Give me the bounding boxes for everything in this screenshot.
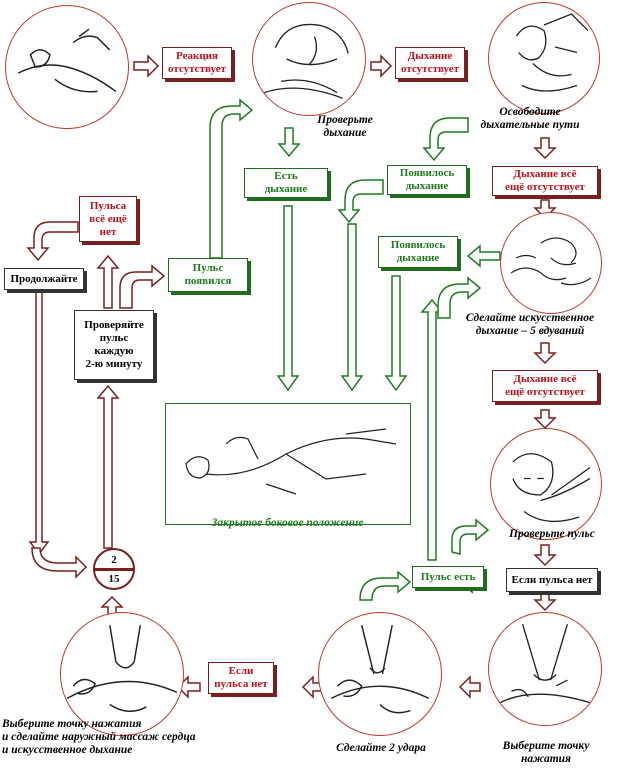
if-no-pulse-box-2: Если пульса нет — [208, 662, 274, 694]
if-no-pulse-box-1: Если пульса нет — [506, 568, 598, 592]
still-no-breathing-text-1: Дыхание всё ещё отсутствует — [505, 168, 585, 193]
check-breathing-caption: Проверьте дыхание — [317, 114, 373, 139]
compression-point-illustration — [488, 612, 602, 726]
check-pulse-illustration — [490, 428, 602, 540]
breathing-appeared-text-2: Появилось дыхание — [390, 239, 446, 264]
breathing-absent-text: Дыхание отсутствует — [401, 50, 459, 75]
precordial-thump-illustration — [318, 612, 442, 736]
pulse-present-text: Пульс есть — [420, 570, 476, 583]
rescue-breathing-caption: Сделайте искусственное дыхание – 5 вдува… — [465, 312, 595, 337]
recovery-position-panel — [165, 403, 411, 525]
collapsed-person-illustration — [5, 5, 129, 129]
recovery-position-illustration — [185, 428, 397, 495]
still-no-breathing-box-2: Дыхание всё ещё отсутствует — [492, 370, 598, 402]
still-no-pulse-box: Пульса всё ещё нет — [79, 196, 137, 242]
continue-box: Продолжайте — [4, 268, 84, 290]
check-pulse-caption: Проверьте пульс — [509, 528, 595, 540]
ratio-breaths: 2 — [111, 554, 117, 566]
pulse-appeared-box: Пульс появился — [168, 258, 248, 292]
pulse-present-box: Пульс есть — [412, 566, 484, 588]
if-no-pulse-text-1: Если пульса нет — [511, 573, 593, 586]
cpr-caption: Выберите точку нажатия и сделайте наружн… — [2, 718, 196, 756]
breathing-appeared-box-1: Появилось дыхание — [387, 165, 467, 195]
still-no-breathing-box-1: Дыхание всё ещё отсутствует — [492, 166, 598, 196]
check-breathing-illustration — [252, 2, 366, 116]
breathing-present-text: Есть дыхание — [264, 170, 308, 195]
still-no-pulse-text: Пульса всё ещё нет — [89, 199, 127, 238]
cpr-illustration — [60, 612, 184, 736]
compression-ratio-badge: 2 15 — [93, 548, 135, 590]
recovery-position-caption: Закрытое боковое положение — [211, 517, 364, 529]
still-no-breathing-text-2: Дыхание всё ещё отсутствует — [505, 373, 585, 398]
breathing-appeared-box-2: Появилось дыхание — [378, 236, 458, 268]
precordial-thump-caption: Сделайте 2 удара — [336, 742, 426, 754]
if-no-pulse-text-2: Если пульса нет — [214, 665, 268, 690]
breathing-absent-box: Дыхание отсутствует — [395, 47, 465, 79]
pulse-appeared-text: Пульс появился — [184, 262, 232, 287]
ratio-divider — [95, 568, 133, 571]
continue-text: Продолжайте — [10, 272, 78, 285]
compression-point-caption: Выберите точку нажатия — [502, 740, 590, 765]
reaction-absent-box: Реакция отсутствует — [162, 47, 232, 79]
ratio-compressions: 15 — [108, 573, 120, 585]
check-pulse-box: Проверяйте пульс каждую 2-ю минуту — [74, 310, 154, 380]
breathing-appeared-text-1: Появилось дыхание — [399, 167, 455, 192]
breathing-present-box: Есть дыхание — [244, 168, 328, 198]
check-pulse-text: Проверяйте пульс каждую 2-ю минуту — [84, 319, 144, 370]
reaction-absent-text: Реакция отсутствует — [168, 50, 226, 75]
open-airway-caption: Освободите дыхательные пути — [480, 106, 580, 131]
open-airway-illustration — [488, 2, 600, 114]
rescue-breathing-illustration — [500, 212, 602, 314]
